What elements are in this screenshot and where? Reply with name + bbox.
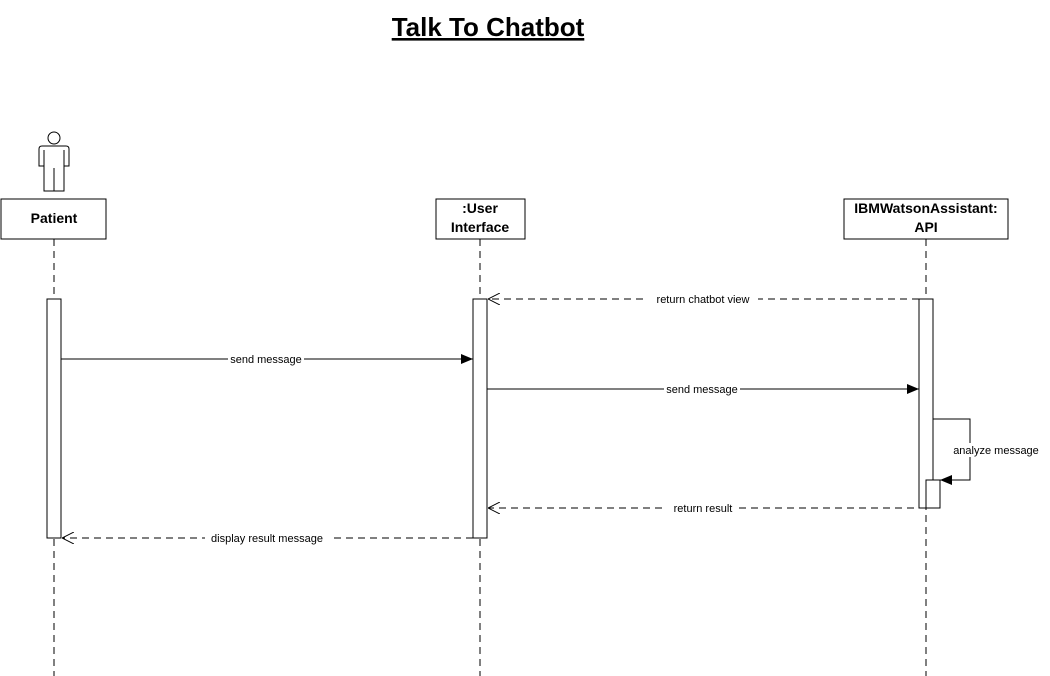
participant-patient: Patient [0,198,107,240]
activation-user-interface [472,298,488,539]
participant-api-label-line2: API [914,219,937,235]
message-send-message-to-ui: send message [61,352,473,366]
message-display-result: display result message [62,531,473,545]
participant-patient-label: Patient [31,210,78,226]
message-analyze-message: analyze message [933,418,1042,485]
actor-stick-figure-icon [38,131,70,192]
participant-api: IBMWatsonAssistant: API [843,198,1009,240]
activation-api-nested [925,479,941,509]
message-return-chatbot-view-label: return chatbot view [657,294,750,306]
message-return-result: return result [488,501,926,515]
message-send-message-to-api-label: send message [666,384,738,396]
message-analyze-message-label: analyze message [953,445,1039,457]
participant-user-interface: :User Interface [435,198,526,240]
message-display-result-label: display result message [211,533,323,545]
message-send-message-to-ui-label: send message [230,354,302,366]
diagram-title: Talk To Chatbot [392,12,585,42]
message-return-chatbot-view: return chatbot view [488,292,919,306]
message-return-result-label: return result [674,503,733,515]
participant-api-label-line1: IBMWatsonAssistant: [854,200,997,216]
message-send-message-to-api: send message [487,382,919,396]
participant-ui-label-line2: Interface [451,219,510,235]
activation-patient [46,298,62,539]
activation-api [918,298,934,509]
participant-ui-label-line1: :User [462,200,498,216]
